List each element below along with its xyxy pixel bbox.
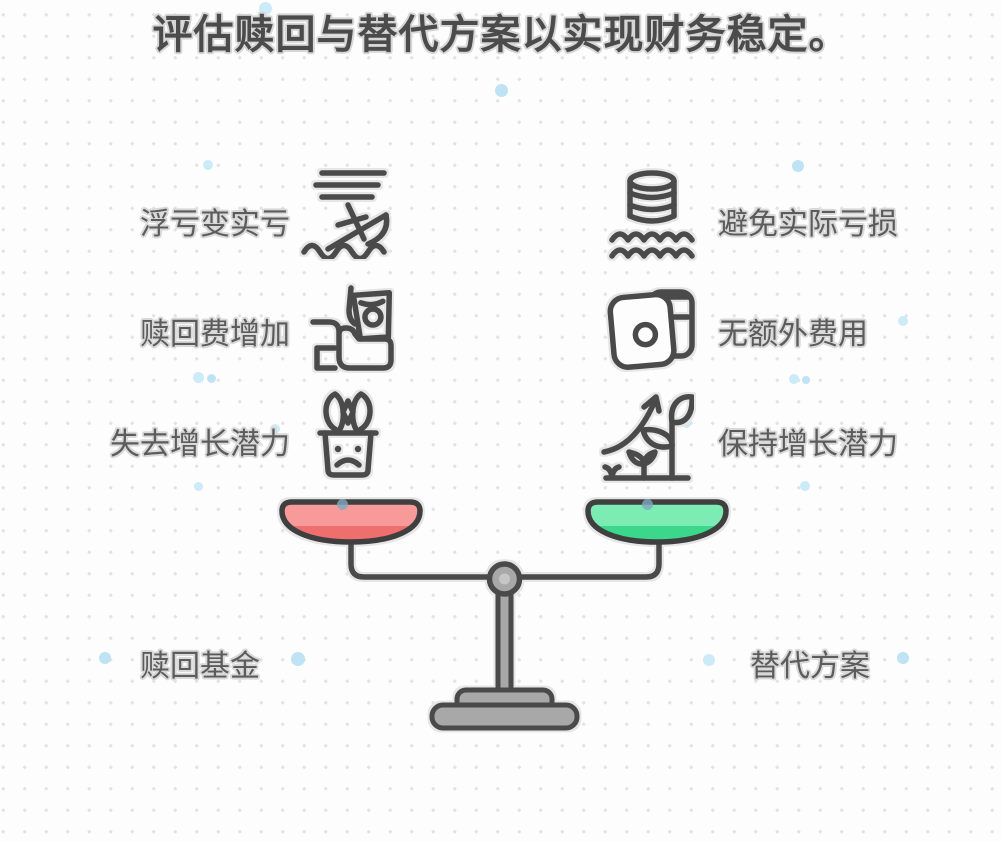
left-pan: [279, 499, 423, 545]
con-label-floating-loss: 浮亏变实亏: [140, 208, 290, 241]
con-label-lost-growth: 失去增长潜力: [110, 428, 290, 461]
accent-dot: [682, 419, 691, 428]
sinking-boat-icon: [298, 163, 394, 262]
scale-pivot: [486, 561, 523, 597]
accent-dot: [337, 499, 348, 510]
left-option-label: 赎回基金: [140, 650, 260, 683]
accent-dot: [259, 2, 272, 15]
right-pan: [585, 499, 729, 545]
accent-dot: [194, 482, 203, 491]
growth-plant-icon: [598, 388, 695, 484]
accent-dot: [291, 652, 305, 666]
right-option-label: 替代方案: [750, 650, 870, 683]
sad-plant-icon: [300, 387, 396, 483]
pro-label-avoid-loss: 避免实际亏损: [718, 208, 898, 241]
accent-dot: [99, 652, 111, 664]
redemption-fee-icon: [303, 278, 399, 374]
pro-label-keep-growth: 保持增长潜力: [718, 428, 898, 461]
accent-dot: [495, 84, 508, 97]
accent-dot: [270, 424, 280, 434]
con-label-redemption-fee: 赎回费增加: [140, 318, 290, 351]
coins-waves-icon: [604, 166, 700, 262]
scale-base-lower: [429, 702, 580, 731]
accent-dot: [800, 481, 810, 491]
wallet-icon: [600, 282, 696, 378]
accent-dot: [203, 160, 213, 170]
accent-dot: [897, 652, 909, 664]
accent-dot: [193, 372, 204, 383]
pro-label-no-fees: 无额外费用: [718, 318, 868, 351]
scale-pole: [495, 582, 514, 700]
accent-dot: [792, 160, 804, 172]
accent-dot: [789, 374, 799, 384]
accent-dot: [642, 499, 653, 510]
accent-dot: [802, 376, 810, 384]
accent-dot: [207, 374, 216, 383]
accent-dot: [898, 316, 908, 326]
balance-scale: [279, 499, 729, 731]
accent-dot: [703, 654, 715, 666]
page-title: 评估赎回与替代方案以实现财务稳定。: [152, 13, 850, 57]
